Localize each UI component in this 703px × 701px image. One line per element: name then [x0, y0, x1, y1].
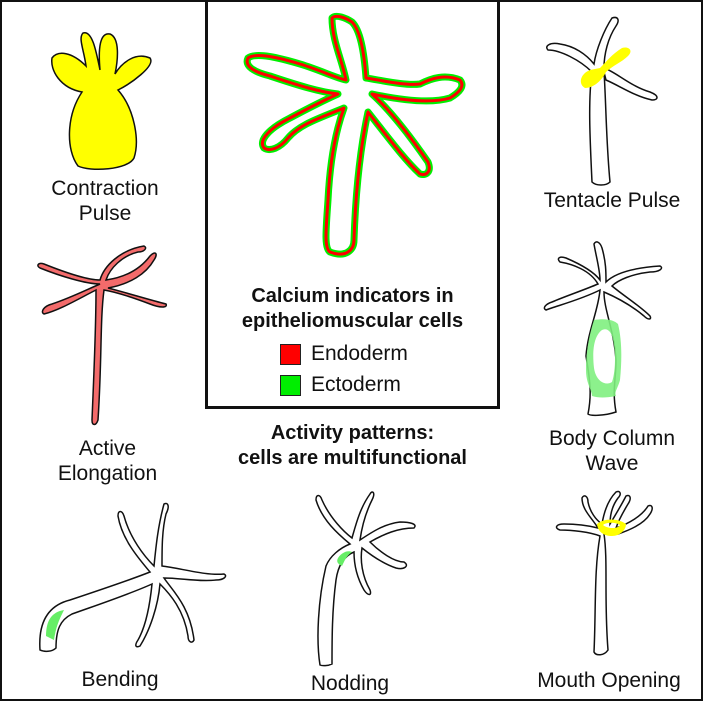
label-elongation-line2: Elongation [57, 462, 158, 485]
label-elongation-line1: Active [78, 437, 137, 460]
tentacle-body [546, 16, 658, 186]
label-contraction-line1: Contraction [51, 177, 159, 200]
bending-body [39, 502, 227, 653]
yellow-tentacle-pulse [580, 47, 631, 88]
legend-item-endoderm: Endoderm [280, 342, 408, 366]
active-elongation-hydra [37, 245, 168, 426]
bending-hydra [39, 502, 227, 653]
calcium-indicator-hydra [243, 12, 466, 258]
contraction-pulse-hydra [51, 32, 152, 171]
label-nodding-line1: Nodding [310, 672, 390, 695]
label-mouth-line1: Mouth Opening [537, 669, 681, 692]
elongation-body [37, 245, 168, 426]
yellow-mouth-ring [597, 519, 626, 536]
label-tentacle-pulse: Tentacle Pulse [522, 188, 702, 213]
body-column-wave-hydra [543, 241, 663, 417]
label-mouth-opening: Mouth Opening [516, 668, 702, 693]
contraction-body [51, 32, 152, 171]
endoderm-outline [245, 14, 464, 256]
label-tentacle-line1: Tentacle Pulse [543, 189, 681, 212]
subtitle-line2: cells are multifunctional [238, 447, 467, 469]
mouth-opening-hydra [555, 490, 653, 656]
label-column-line1: Body Column [548, 427, 676, 450]
mouth-body [555, 490, 653, 656]
label-contraction-line2: Pulse [78, 202, 132, 225]
green-column-wave [586, 319, 622, 398]
label-active-elongation: Active Elongation [20, 436, 195, 486]
legend-label-endoderm: Endoderm [311, 342, 408, 365]
label-body-column-wave: Body Column Wave [522, 426, 702, 476]
legend-title-line2: epitheliomuscular cells [241, 310, 464, 332]
green-nodding-signal [337, 551, 352, 566]
legend-box [205, 0, 500, 409]
nodding-body [315, 491, 416, 667]
activity-subtitle: Activity patterns: cells are multifuncti… [205, 421, 500, 471]
subtitle-line1: Activity patterns: [270, 422, 435, 444]
nodding-hydra [315, 491, 416, 667]
legend-label-ectoderm: Ectoderm [311, 373, 401, 396]
label-contraction-pulse: Contraction Pulse [30, 176, 180, 226]
label-column-line2: Wave [585, 452, 639, 475]
endoderm-swatch [280, 343, 301, 365]
legend-title-line1: Calcium indicators in [251, 285, 454, 307]
legend-item-ectoderm: Ectoderm [280, 373, 401, 397]
tentacle-pulse-hydra [546, 16, 658, 186]
ectoderm-swatch [280, 374, 301, 396]
label-nodding: Nodding [280, 671, 420, 696]
legend-title: Calcium indicators in epitheliomuscular … [205, 284, 500, 334]
green-bending-signal [46, 610, 64, 640]
label-bending-line1: Bending [81, 668, 159, 691]
label-bending: Bending [50, 667, 190, 692]
